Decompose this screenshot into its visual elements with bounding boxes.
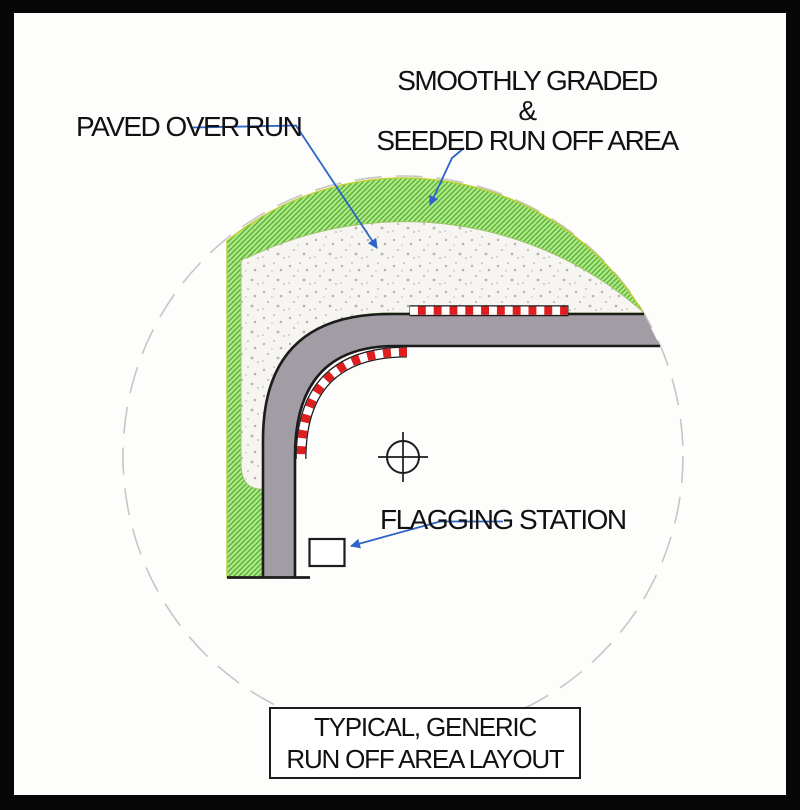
callout-seeded-line2: &: [518, 95, 537, 126]
title-block: TYPICAL, GENERIC RUN OFF AREA LAYOUT: [269, 707, 581, 779]
callout-flagging-station: FLAGGING STATION: [380, 504, 627, 535]
drawing-paper: PAVED OVER RUN SMOOTHLY GRADED & SEEDED …: [14, 13, 786, 795]
track-inner-edge: [293, 344, 660, 578]
title-line2: RUN OFF AREA LAYOUT: [286, 744, 564, 774]
callout-seeded-runoff: SMOOTHLY GRADED & SEEDED RUN OFF AREA: [371, 66, 683, 156]
track-outer-edge: [261, 312, 644, 578]
callout-seeded-line3: SEEDED RUN OFF AREA: [376, 125, 679, 156]
leader-paved-arrow: [192, 124, 378, 249]
callout-seeded-line1: SMOOTHLY GRADED: [397, 65, 658, 96]
apex-curb: [295, 346, 408, 460]
leader-flagging-arrow: [350, 520, 503, 549]
flagging-station-box: [308, 537, 346, 568]
detail-boundary-circle: [122, 175, 684, 737]
title-line1: TYPICAL, GENERIC: [313, 712, 537, 742]
callout-paved-over-run: PAVED OVER RUN: [76, 111, 303, 142]
center-mark-icon: [378, 432, 428, 482]
leader-seeded-arrow: [429, 147, 465, 206]
track-surface: [263, 314, 660, 578]
